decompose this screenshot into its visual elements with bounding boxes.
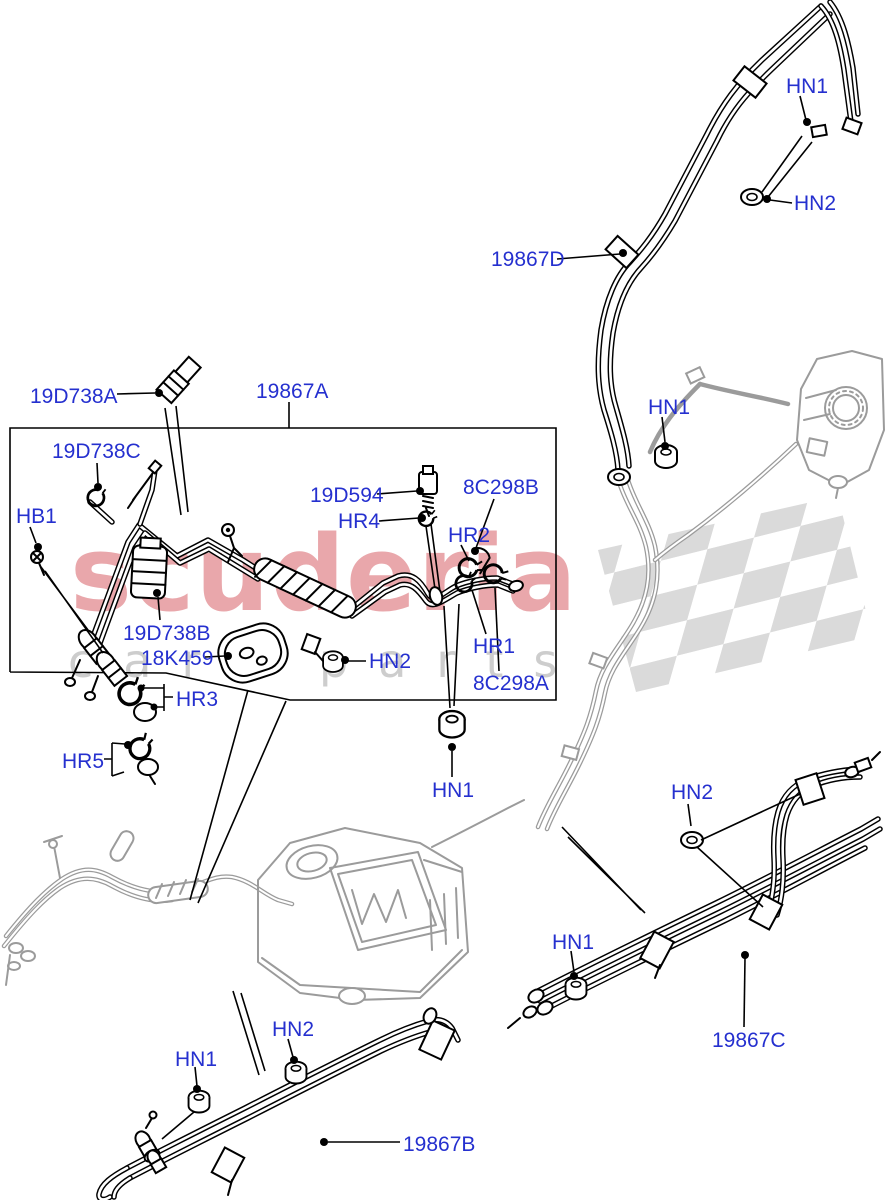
locator-lines-unit-to-19867B bbox=[232, 990, 266, 1076]
locator-lines-box-to-unit bbox=[189, 689, 287, 904]
assembly-19867A bbox=[30, 459, 524, 701]
assembly-19867D bbox=[595, 0, 863, 486]
assembly-19867B bbox=[96, 1007, 461, 1200]
part-19D738A bbox=[155, 355, 203, 405]
leader-lines bbox=[29, 95, 811, 1146]
assembly-19867C bbox=[507, 751, 883, 1029]
detail-box-outline bbox=[9, 427, 557, 701]
faded-in-situ-view bbox=[1, 350, 885, 1005]
